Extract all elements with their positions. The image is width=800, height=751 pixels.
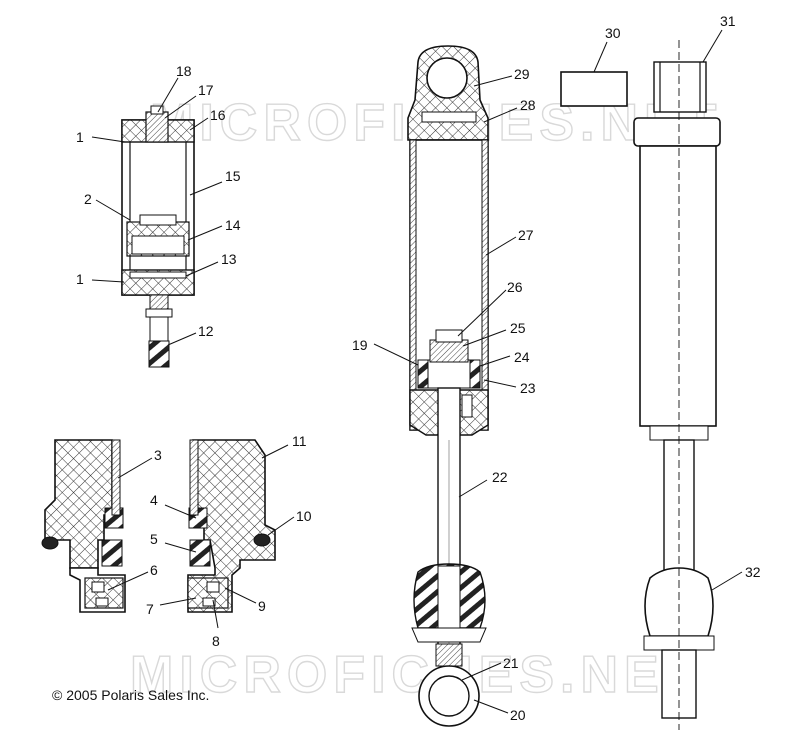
callout-26: 26 bbox=[507, 279, 523, 295]
callout-2: 2 bbox=[84, 191, 92, 207]
callout-3: 3 bbox=[154, 447, 162, 463]
callout-13: 13 bbox=[221, 251, 237, 267]
callout-15: 15 bbox=[225, 168, 241, 184]
callout-5: 5 bbox=[150, 531, 158, 547]
callout-1-top: 1 bbox=[76, 129, 84, 145]
callout-14: 14 bbox=[225, 217, 241, 233]
spacer-sleeve bbox=[560, 71, 628, 107]
callout-4: 4 bbox=[150, 492, 158, 508]
callout-labels: 18 17 16 1 15 2 14 1 13 12 11 3 4 10 5 6… bbox=[76, 13, 761, 723]
callout-31: 31 bbox=[720, 13, 736, 29]
watermark-bottom: MICROFICHES.NET bbox=[130, 646, 702, 704]
seal-head-cross-section bbox=[41, 439, 276, 613]
copyright-notice: © 2005 Polaris Sales Inc. bbox=[52, 687, 209, 703]
callout-21: 21 bbox=[503, 655, 519, 671]
callout-6: 6 bbox=[150, 562, 158, 578]
callout-19: 19 bbox=[352, 337, 368, 353]
callout-9: 9 bbox=[258, 598, 266, 614]
callout-23: 23 bbox=[520, 380, 536, 396]
callout-28: 28 bbox=[520, 97, 536, 113]
callout-30: 30 bbox=[605, 25, 621, 41]
shock-body-cutaway bbox=[407, 45, 489, 727]
callout-17: 17 bbox=[198, 82, 214, 98]
callout-22: 22 bbox=[492, 469, 508, 485]
callout-27: 27 bbox=[518, 227, 534, 243]
callout-18: 18 bbox=[176, 63, 192, 79]
callout-10: 10 bbox=[296, 508, 312, 524]
callout-25: 25 bbox=[510, 320, 526, 336]
callout-7: 7 bbox=[146, 601, 154, 617]
callout-16: 16 bbox=[210, 107, 226, 123]
leader-lines bbox=[91, 29, 743, 714]
shock-external-view bbox=[633, 40, 721, 730]
callout-24: 24 bbox=[514, 349, 530, 365]
callout-8: 8 bbox=[212, 633, 220, 649]
reservoir-assembly bbox=[121, 105, 195, 368]
callout-29: 29 bbox=[514, 66, 530, 82]
callout-12: 12 bbox=[198, 323, 214, 339]
callout-32: 32 bbox=[745, 564, 761, 580]
callout-1-bottom: 1 bbox=[76, 271, 84, 287]
callout-11: 11 bbox=[292, 433, 307, 449]
callout-20: 20 bbox=[510, 707, 526, 723]
